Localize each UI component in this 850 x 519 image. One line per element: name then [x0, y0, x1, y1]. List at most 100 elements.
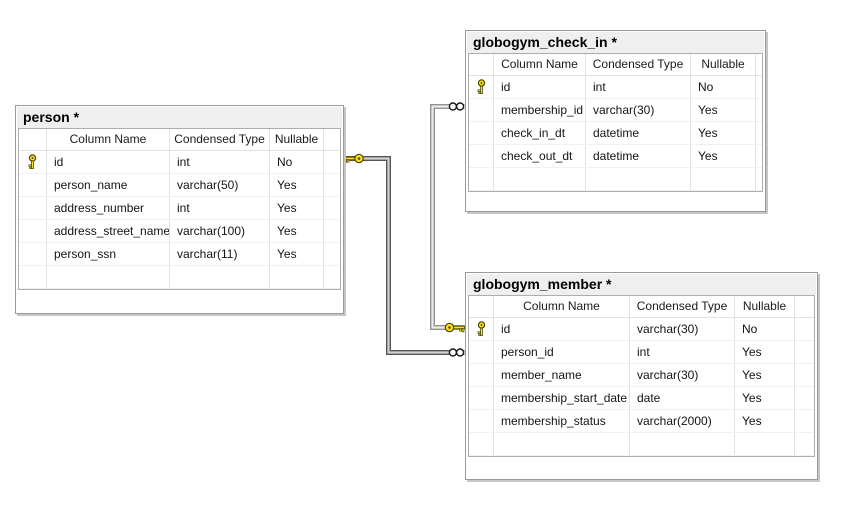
header-nullable: Nullable	[270, 129, 324, 150]
row-selector-cell	[19, 243, 47, 265]
table-title[interactable]: person *	[17, 107, 342, 128]
row-selector-cell	[19, 174, 47, 196]
header-column-name: Column Name	[47, 129, 170, 150]
column-name-cell: membership_start_date	[494, 387, 630, 409]
table-row[interactable]: check_out_dt datetime Yes	[469, 145, 762, 168]
column-nullable-cell: Yes	[735, 387, 795, 409]
column-nullable-cell: Yes	[735, 364, 795, 386]
relationship-line	[430, 104, 465, 330]
table-row-empty[interactable]	[469, 168, 762, 191]
column-nullable-cell: Yes	[270, 174, 324, 196]
row-selector-cell	[19, 220, 47, 242]
column-nullable-cell: Yes	[735, 410, 795, 432]
column-type-cell: varchar(100)	[170, 220, 270, 242]
grid-header-row: Column Name Condensed Type Nullable	[469, 54, 762, 76]
table-row[interactable]: person_name varchar(50) Yes	[19, 174, 340, 197]
relationship-person-member[interactable]	[343, 153, 465, 357]
header-condensed-type: Condensed Type	[586, 54, 691, 75]
column-nullable-cell: Yes	[691, 145, 756, 167]
column-nullable-cell: Yes	[270, 220, 324, 242]
column-type-cell: varchar(30)	[630, 318, 735, 340]
header-spacer	[756, 54, 762, 75]
table-row[interactable]: check_in_dt datetime Yes	[469, 122, 762, 145]
column-nullable-cell: Yes	[270, 197, 324, 219]
table-row[interactable]: person_ssn varchar(11) Yes	[19, 243, 340, 266]
column-grid: Column Name Condensed Type Nullable id i	[468, 53, 763, 192]
column-type-cell: varchar(50)	[170, 174, 270, 196]
column-name-cell: membership_id	[494, 99, 586, 121]
relationship-line	[344, 156, 465, 355]
column-name-cell: person_name	[47, 174, 170, 196]
row-selector-cell	[469, 364, 494, 386]
column-name-cell: membership_status	[494, 410, 630, 432]
column-type-cell: varchar(30)	[630, 364, 735, 386]
header-spacer	[795, 296, 814, 317]
column-type-cell: varchar(2000)	[630, 410, 735, 432]
column-name-cell: person_ssn	[47, 243, 170, 265]
row-selector-cell	[469, 76, 494, 98]
column-type-cell: datetime	[586, 122, 691, 144]
column-type-cell: varchar(30)	[586, 99, 691, 121]
table-row[interactable]: member_name varchar(30) Yes	[469, 364, 814, 387]
table-row[interactable]: address_street_name varchar(100) Yes	[19, 220, 340, 243]
header-condensed-type: Condensed Type	[630, 296, 735, 317]
column-type-cell: datetime	[586, 145, 691, 167]
table-row[interactable]: id varchar(30) No	[469, 318, 814, 341]
relationship-line-highlight	[431, 105, 465, 329]
column-name-cell: address_number	[47, 197, 170, 219]
table-globogym-check-in[interactable]: globogym_check_in * Column Name Condense…	[465, 30, 766, 212]
column-nullable-cell: No	[691, 76, 756, 98]
row-selector-cell	[469, 122, 494, 144]
table-globogym-member[interactable]: globogym_member * Column Name Condensed …	[465, 272, 818, 480]
column-nullable-cell: Yes	[735, 341, 795, 363]
row-selector-cell	[19, 197, 47, 219]
table-row[interactable]: membership_status varchar(2000) Yes	[469, 410, 814, 433]
column-name-cell: member_name	[494, 364, 630, 386]
column-nullable-cell: No	[270, 151, 324, 173]
header-nullable: Nullable	[691, 54, 756, 75]
row-selector-header	[469, 54, 494, 75]
column-type-cell: int	[586, 76, 691, 98]
row-selector-header	[469, 296, 494, 317]
column-nullable-cell: Yes	[691, 122, 756, 144]
table-row-empty[interactable]	[469, 433, 814, 456]
column-type-cell: int	[630, 341, 735, 363]
row-selector-cell	[469, 387, 494, 409]
column-grid: Column Name Condensed Type Nullable id i	[18, 128, 341, 290]
relationship-line-highlight	[344, 157, 465, 354]
column-nullable-cell: Yes	[691, 99, 756, 121]
row-selector-cell	[469, 410, 494, 432]
column-name-cell: id	[494, 318, 630, 340]
column-type-cell: int	[170, 197, 270, 219]
header-condensed-type: Condensed Type	[170, 129, 270, 150]
column-name-cell: address_street_name	[47, 220, 170, 242]
infinity-icon	[448, 348, 465, 357]
header-nullable: Nullable	[735, 296, 795, 317]
header-column-name: Column Name	[494, 296, 630, 317]
column-name-cell: check_out_dt	[494, 145, 586, 167]
key-icon	[444, 322, 465, 333]
relationship-member-checkin[interactable]	[430, 102, 465, 333]
table-row[interactable]: person_id int Yes	[469, 341, 814, 364]
row-selector-cell	[469, 341, 494, 363]
table-row[interactable]: id int No	[469, 76, 762, 99]
header-spacer	[324, 129, 340, 150]
column-type-cell: int	[170, 151, 270, 173]
column-name-cell: check_in_dt	[494, 122, 586, 144]
table-row[interactable]: address_number int Yes	[19, 197, 340, 220]
table-row[interactable]: id int No	[19, 151, 340, 174]
infinity-icon	[448, 102, 465, 111]
table-person[interactable]: person * Column Name Condensed Type Null…	[15, 105, 344, 314]
table-row-empty[interactable]	[19, 266, 340, 289]
table-title[interactable]: globogym_member *	[467, 274, 816, 295]
table-title[interactable]: globogym_check_in *	[467, 32, 764, 53]
column-type-cell: varchar(11)	[170, 243, 270, 265]
column-nullable-cell: No	[735, 318, 795, 340]
table-row[interactable]: membership_id varchar(30) Yes	[469, 99, 762, 122]
key-icon	[343, 153, 364, 164]
row-selector-cell	[19, 151, 47, 173]
grid-header-row: Column Name Condensed Type Nullable	[19, 129, 340, 151]
table-row[interactable]: membership_start_date date Yes	[469, 387, 814, 410]
